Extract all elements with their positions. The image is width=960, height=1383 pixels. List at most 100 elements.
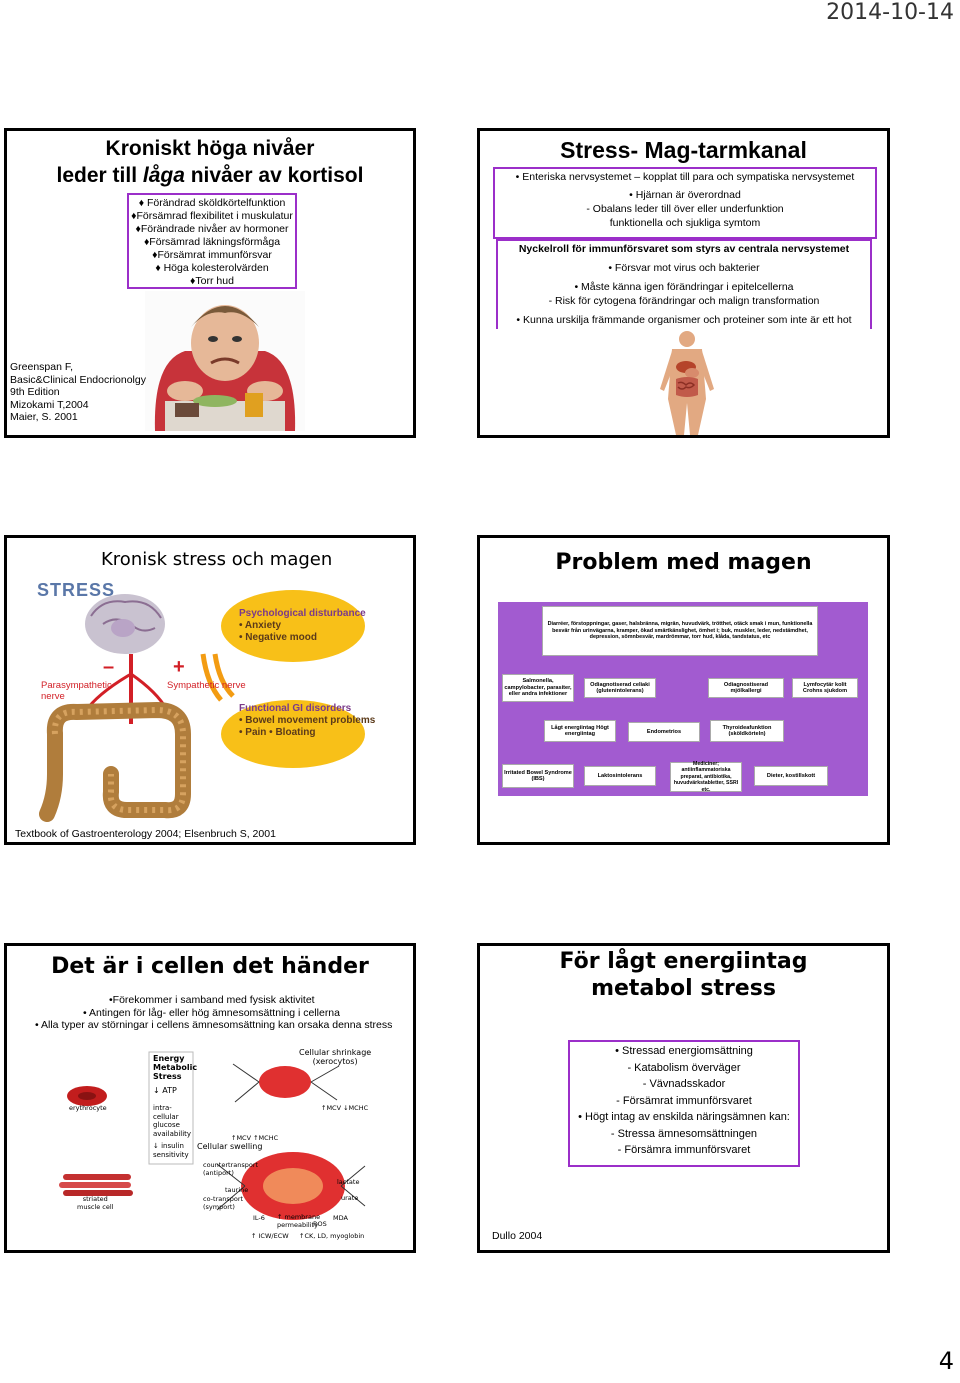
list-item: - Stressa ämnesomsättningen — [610, 1127, 758, 1140]
list-item: • Antingen för låg- eller hög ämnesomsät… — [83, 1006, 340, 1019]
insulin-label: ↓ insulin sensitivity — [153, 1142, 189, 1159]
page-number: 4 — [938, 1347, 954, 1375]
cause-box: Salmonella, campylobacter, parasiter, el… — [502, 674, 574, 702]
cause-box: Odiagnotiserad celiaki (glutenintolerans… — [584, 678, 656, 698]
glucose-label: intra- cellular glucose availability — [153, 1104, 192, 1138]
top-symptom-box: Diarréer, förstoppningar, gaser, halsbrä… — [542, 606, 818, 656]
box-line: • Kunna urskilja främmande organismer oc… — [516, 314, 852, 326]
reference: Dullo 2004 — [492, 1230, 543, 1242]
slide-title: Stress- Mag-tarmkanal — [560, 137, 807, 163]
reference-line: Mizokami T,2004 — [10, 398, 89, 411]
page-date: 2014-10-14 — [826, 0, 954, 25]
list-item: • Högt intag av enskilda näringsämnen ka… — [578, 1111, 790, 1123]
psych-title: Psychological disturbance — [239, 608, 366, 619]
taurine-label: taurine — [225, 1186, 249, 1194]
icw-label: ↑ ICW/ECW — [251, 1232, 289, 1240]
cause-box: Thyroideafunktion (sköldkörteln) — [710, 720, 784, 742]
cause-box: Odiagnostiserad mjölkallergi — [708, 678, 784, 698]
parasympathetic-label: Parasympathetic nerve — [41, 680, 112, 702]
gi-item: • Bowel movement problems — [239, 715, 376, 726]
list-item: ♦ Höga kolesterolvärden — [155, 262, 269, 274]
reference-line: Greenspan F, — [10, 361, 74, 373]
mcv-up-label: ↑MCV ↑MCHC — [231, 1134, 279, 1142]
box-line: - Obalans leder till över eller underfun… — [586, 203, 784, 215]
reference-line: Maier, S. 2001 — [10, 411, 78, 423]
title-line1: För lågt energiintag — [559, 949, 808, 974]
plus-sign: + — [173, 656, 185, 678]
erythrocyte-label: erythrocyte — [69, 1104, 107, 1112]
stress-diagram — [39, 590, 365, 822]
muscle-label: striated muscle cell — [77, 1195, 114, 1211]
atp-label: ↓ ATP — [153, 1086, 177, 1095]
list-item: ♦ Förändrad sköldkörtelfunktion — [138, 197, 286, 209]
slide-mag-tarmkanal: Stress- Mag-tarmkanal • Enteriska nervsy… — [477, 128, 890, 438]
mcv-down-label: ↑MCV ↓MCHC — [321, 1104, 369, 1112]
box-line: funktionella och sjukliga symtom — [609, 217, 761, 229]
gi-title: Functional GI disorders — [239, 703, 352, 714]
digestive-system-illustration — [660, 331, 714, 435]
slide-title: För lågt energiintag metabol stress — [480, 948, 887, 1002]
info-box-immune: Nyckelroll för immunförsvaret som styrs … — [496, 239, 872, 329]
slide-kortisol: Kroniskt höga nivåer leder till låga niv… — [4, 128, 416, 438]
ros-label: ROS — [313, 1220, 327, 1228]
sympathetic-label: Sympathetic nerve — [167, 680, 246, 691]
slide-energiintag: För lågt energiintag metabol stress • St… — [477, 943, 890, 1253]
box-line: - Risk för cytogena förändringar och mal… — [548, 295, 820, 307]
list-item: •Förekommer i samband med fysisk aktivit… — [109, 994, 315, 1006]
gi-bubble: Functional GI disorders • Bowel movement… — [239, 703, 375, 739]
slide-cellen: Det är i cellen det händer •Förekommer i… — [4, 943, 416, 1253]
list-item: - Försämrat immunförsvaret — [616, 1094, 752, 1107]
box-line: • Hjärnan är överordnad — [629, 189, 741, 201]
membrane-label: ↑ membrane permeability — [277, 1213, 321, 1229]
problem-panel: Diarréer, förstoppningar, gaser, halsbrä… — [498, 602, 868, 796]
slide-kronisk-stress: Kronisk stress och magen STRESS Psycholo… — [4, 535, 416, 845]
urate-label: urate — [341, 1194, 359, 1202]
references: Greenspan F, Basic&Clinical Endocrionolg… — [10, 361, 146, 424]
stress-list-box: • Stressad energiomsättning - Katabolism… — [568, 1040, 800, 1167]
cause-box: Mediciner; antiinflammatoriska preparat,… — [670, 761, 742, 793]
cause-box: Lymfocytär kolit Crohns sjukdom — [792, 678, 858, 698]
gi-item: • Pain • Bloating — [239, 727, 316, 738]
il6-label: IL-6 — [253, 1214, 265, 1222]
stressed-man-illustration — [145, 291, 305, 431]
list-item: ♦Förändrade nivåer av hormoner — [135, 223, 289, 235]
box-line: • Enteriska nervsystemet – kopplat till … — [515, 171, 855, 183]
cause-box: Irritated Bowel Syndrome (IBS) — [502, 764, 574, 788]
list-item: ♦Torr hud — [190, 275, 234, 287]
lactate-label: lactate — [337, 1178, 360, 1186]
psych-item: • Negative mood — [239, 632, 317, 643]
symptom-list: ♦ Förändrad sköldkörtelfunktion ♦Försämr… — [127, 193, 297, 289]
cause-box: Endometrios — [628, 722, 700, 742]
cell-stress-diagram — [59, 1051, 366, 1220]
bullet-list: •Förekommer i samband med fysisk aktivit… — [7, 994, 413, 1032]
slide-title: Kronisk stress och magen — [101, 549, 333, 570]
title-line2: leder till låga nivåer av kortisol — [56, 164, 364, 187]
box-line: • Måste känna igen förändringar i epitel… — [574, 281, 794, 293]
slide-problem-magen: Problem med magen Diarréer, förstoppning… — [477, 535, 890, 845]
list-item: ♦Försämrad flexibilitet i muskulatur — [131, 210, 293, 222]
box-title: Nyckelroll för immunförsvaret som styrs … — [518, 243, 850, 255]
shrinkage-label: Cellular shrinkage (xerocytos) — [299, 1048, 372, 1066]
reference-line: Basic&Clinical Endocrionolgy — [10, 373, 146, 386]
psych-item: • Anxiety — [239, 620, 282, 631]
cause-box: Dieter, kostillskott — [754, 766, 828, 786]
cause-box: Lågt energiintag Högt energiintag — [544, 720, 616, 742]
box-line: • Försvar mot virus och bakterier — [608, 262, 760, 274]
cotransport-label: co-transport (symport) — [203, 1195, 244, 1211]
slide-title: Kroniskt höga nivåer leder till låga niv… — [7, 135, 413, 189]
title-line1: Kroniskt höga nivåer — [105, 137, 315, 160]
slide-title: Problem med magen — [555, 550, 812, 575]
list-item: - Försämra immunförsvaret — [617, 1144, 751, 1156]
slide-title: Det är i cellen det händer — [51, 954, 369, 979]
ck-label: ↑CK, LD, myoglobin — [299, 1232, 365, 1240]
mda-label: MDA — [333, 1214, 348, 1222]
cause-box: Laktosintolerans — [584, 766, 656, 786]
list-item: ♦Försämrad läkningsförmåga — [143, 236, 281, 248]
ems-label: Energy Metabolic Stress — [153, 1054, 198, 1081]
list-item: - Katabolism överväger — [627, 1061, 741, 1074]
list-item: • Alla typer av störningar i cellens ämn… — [35, 1019, 393, 1031]
list-item: • Stressad energiomsättning — [615, 1045, 753, 1057]
list-item: ♦Försämrat immunförsvar — [152, 249, 272, 261]
title-line2: metabol stress — [591, 976, 776, 1001]
stress-label: STRESS — [37, 580, 116, 600]
